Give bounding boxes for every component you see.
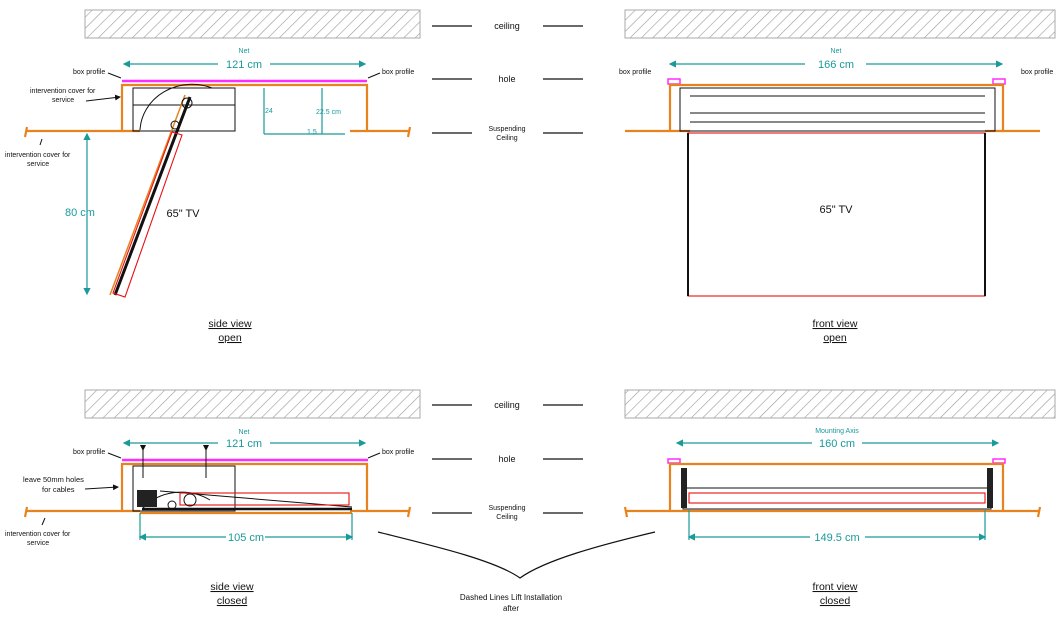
ceiling-hatch-bottom-left xyxy=(84,389,421,419)
label-hole: hole xyxy=(498,74,515,84)
view-title: front view xyxy=(813,581,858,593)
box-profile-right-label: box profile xyxy=(1021,69,1053,76)
box-profile-left-label: box profile xyxy=(73,449,105,456)
label-hole: hole xyxy=(498,454,515,464)
height-dimension: 80 cm xyxy=(65,207,95,219)
tv-label: 65" TV xyxy=(166,208,200,220)
ceiling-hatch-top-left xyxy=(84,9,421,39)
intervention-cover-label-2: service xyxy=(52,97,74,104)
cable-holes-label-2: for cables xyxy=(42,485,75,494)
net-label: Net xyxy=(239,429,250,436)
box-profile-left-label: box profile xyxy=(619,69,651,76)
ceiling-hatch-bottom-right xyxy=(624,389,1056,419)
label-suspending: Suspending xyxy=(489,126,526,133)
dim-1-5: 1.5 xyxy=(307,129,317,136)
view-title: side view xyxy=(208,318,252,330)
side-view-closed: Net 121 cm 105 cm box profile box profil… xyxy=(5,429,414,607)
view-title: front view xyxy=(813,318,858,330)
box-profile-left-label: box profile xyxy=(73,69,105,76)
label-ceiling: ceiling xyxy=(494,400,520,410)
intervention-cover-bottom-label: intervention cover for xyxy=(5,152,71,159)
intervention-cover-label: intervention cover for xyxy=(5,531,71,538)
bottom-width-dimension: 105 cm xyxy=(228,532,264,544)
label-ceiling: ceiling xyxy=(494,21,520,31)
width-dimension: 160 cm xyxy=(819,438,855,450)
wave-curve xyxy=(377,531,656,579)
tv-label: 65" TV xyxy=(819,204,853,216)
label-suspending-ceiling: Ceiling xyxy=(496,514,518,521)
net-label: Net xyxy=(239,48,250,55)
cable-holes-label: leave 50mm holes xyxy=(23,475,84,484)
view-subtitle: open xyxy=(823,332,847,344)
box-profile-right-label: box profile xyxy=(382,69,414,76)
dashed-lines-note-after: after xyxy=(503,604,519,613)
box-profile-right-label: box profile xyxy=(382,449,414,456)
front-view-closed: Mounting Axis 160 cm 149.5 cm front view… xyxy=(623,428,1042,607)
view-subtitle: closed xyxy=(820,595,851,607)
ceiling-hatch-top-right xyxy=(624,9,1056,39)
intervention-cover-label-2: service xyxy=(27,540,49,547)
dim-22-5: 22.5 cm xyxy=(316,109,341,116)
net-label: Net xyxy=(831,48,842,55)
label-suspending: Suspending xyxy=(489,505,526,512)
side-view-open: Net 121 cm 80 cm 65" TV 24 22.5 cm 1.5 b… xyxy=(5,48,414,344)
center-legend xyxy=(432,25,583,514)
view-subtitle: open xyxy=(218,332,242,344)
intervention-cover-label: intervention cover for xyxy=(30,88,96,95)
dashed-lines-note: Dashed Lines Lift Installation xyxy=(460,593,562,602)
width-dimension: 121 cm xyxy=(226,59,262,71)
bottom-width-dimension: 149.5 cm xyxy=(814,532,859,544)
dim-24: 24 xyxy=(265,108,273,115)
intervention-cover-bottom-label-2: service xyxy=(27,161,49,168)
label-suspending-ceiling: Ceiling xyxy=(496,135,518,142)
view-title: side view xyxy=(210,581,254,593)
front-view-open: Net 166 cm 65" TV box profile box profil… xyxy=(619,48,1053,344)
view-subtitle: closed xyxy=(217,595,248,607)
width-dimension: 121 cm xyxy=(226,438,262,450)
mounting-axis-label: Mounting Axis xyxy=(815,428,859,435)
width-dimension: 166 cm xyxy=(818,59,854,71)
